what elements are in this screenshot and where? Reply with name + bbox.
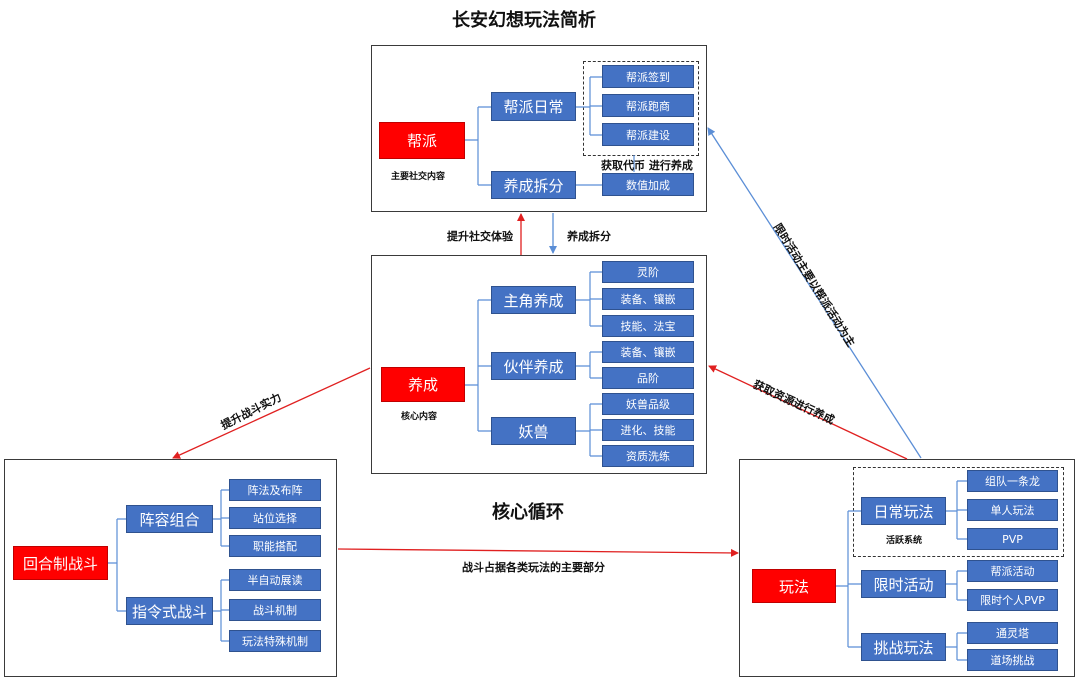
guild-event-node: 帮派活动 xyxy=(967,560,1058,582)
battle-root-node: 回合制战斗 xyxy=(13,546,108,580)
link-label-guild-to-growth: 养成拆分 xyxy=(567,230,611,243)
partner-equip-node: 装备、镶嵌 xyxy=(602,341,694,363)
hero-growth-node: 主角养成 xyxy=(491,286,576,314)
position-node: 站位选择 xyxy=(229,507,321,529)
role-match-node: 职能搭配 xyxy=(229,535,321,557)
partner-rank-node: 品阶 xyxy=(602,367,694,389)
hero-tier-node: 灵阶 xyxy=(602,261,694,283)
team-run-node: 组队一条龙 xyxy=(967,470,1058,492)
guild-checkin-node: 帮派签到 xyxy=(602,65,694,88)
beast-grade-node: 妖兽品级 xyxy=(602,393,694,415)
hero-equip-node: 装备、镶嵌 xyxy=(602,288,694,310)
guild-split-node: 养成拆分 xyxy=(491,171,576,199)
spirit-tower-node: 通灵塔 xyxy=(967,622,1058,644)
beast-aptitude-node: 资质洗练 xyxy=(602,445,694,467)
partner-growth-node: 伙伴养成 xyxy=(491,352,576,380)
limited-pvp-node: 限时个人PVP xyxy=(967,589,1058,611)
guild-daily-group xyxy=(583,61,699,156)
daily-play-node: 日常玩法 xyxy=(861,497,946,525)
lineup-node: 阵容组合 xyxy=(126,505,213,533)
dojo-node: 道场挑战 xyxy=(967,649,1058,671)
guild-token-note: 获取代币 进行养成 xyxy=(601,159,693,172)
guild-root-caption: 主要社交内容 xyxy=(391,172,446,182)
formation-node: 阵法及布阵 xyxy=(229,479,321,501)
guild-daily-node: 帮派日常 xyxy=(491,92,576,121)
battle-mechanic-node: 战斗机制 xyxy=(229,599,321,621)
link-label-growth-to-guild: 提升社交体验 xyxy=(447,230,513,243)
hero-skill-node: 技能、法宝 xyxy=(602,315,694,337)
beast-node: 妖兽 xyxy=(491,417,576,445)
growth-root-caption: 核心内容 xyxy=(401,412,438,422)
semi-auto-node: 半自动展读 xyxy=(229,569,321,591)
page-title: 长安幻想玩法简析 xyxy=(452,10,596,31)
growth-root-node: 养成 xyxy=(381,367,465,402)
pvp-node: PVP xyxy=(967,528,1058,550)
gameplay-daily-group xyxy=(853,467,1064,557)
challenge-node: 挑战玩法 xyxy=(861,633,946,661)
special-mechanic-node: 玩法特殊机制 xyxy=(229,630,321,652)
beast-evolve-node: 进化、技能 xyxy=(602,419,694,441)
core-loop-title: 核心循环 xyxy=(492,502,564,523)
guild-stat-bonus-node: 数值加成 xyxy=(602,173,694,196)
solo-play-node: 单人玩法 xyxy=(967,499,1058,521)
daily-play-caption: 活跃系统 xyxy=(886,536,923,546)
command-battle-node: 指令式战斗 xyxy=(126,597,213,625)
guild-trade-node: 帮派跑商 xyxy=(602,94,694,117)
gameplay-root-node: 玩法 xyxy=(752,569,836,603)
link-label-battle-to-gameplay: 战斗占据各类玩法的主要部分 xyxy=(462,561,605,574)
guild-root-node: 帮派 xyxy=(379,122,465,159)
guild-build-node: 帮派建设 xyxy=(602,123,694,146)
limited-event-node: 限时活动 xyxy=(861,570,946,598)
